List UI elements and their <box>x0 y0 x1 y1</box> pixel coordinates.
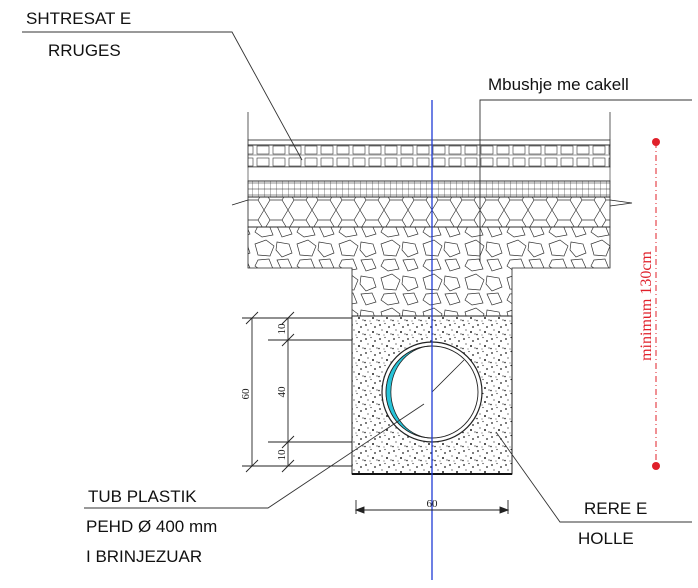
dim-total-depth: 60 <box>240 388 252 400</box>
label-pipe-2: PEHD Ø 400 mm <box>86 517 218 536</box>
label-road-layers-2: RRUGES <box>48 41 121 60</box>
leader-pipe <box>84 403 425 509</box>
minimum-depth-label: minimum 130cm <box>638 251 655 361</box>
dim-top-bed: 10 <box>276 323 288 335</box>
pipe-radius-line <box>431 359 465 393</box>
minimum-depth-marker <box>652 138 660 470</box>
asphalt-binder-layer <box>247 144 611 168</box>
label-gravel-fill: Mbushje me cakell <box>488 75 629 94</box>
hatched-subbase-layer <box>247 180 611 198</box>
width-dimension <box>354 500 510 514</box>
asphalt-top-layer <box>247 139 611 146</box>
label-sand-2: HOLLE <box>578 529 634 548</box>
dim-pipe-zone: 40 <box>276 386 288 398</box>
label-sand-1: RERE E <box>584 499 648 518</box>
label-pipe-3: I BRINJEZUAR <box>86 547 203 566</box>
leader-sand <box>495 431 692 523</box>
leader-lines <box>22 31 692 523</box>
leader-road-layers <box>22 31 303 161</box>
road-layers <box>231 112 633 317</box>
dim-trench-width: 60 <box>427 498 439 510</box>
label-pipe-1: TUB PLASTIK <box>88 487 197 506</box>
base-layer <box>247 166 611 182</box>
dimension-chain <box>242 311 352 473</box>
leader-gravel-fill <box>479 99 692 262</box>
gravel-fill <box>247 226 611 317</box>
dim-bottom-bed: 10 <box>276 449 288 461</box>
label-road-layers-1: SHTRESAT E <box>26 9 132 28</box>
hexagon-aggregate-layer <box>247 196 611 228</box>
